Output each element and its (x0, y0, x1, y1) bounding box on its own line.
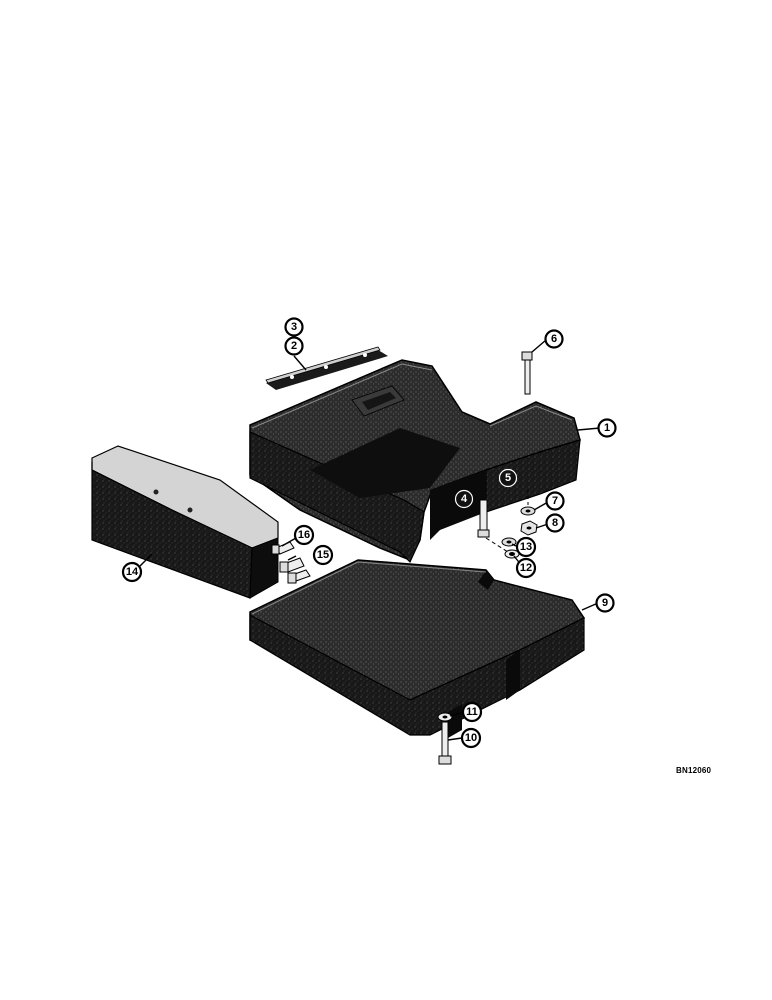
svg-text:7: 7 (552, 495, 558, 507)
callout-11: 11 (461, 701, 483, 723)
svg-text:3: 3 (291, 321, 297, 333)
bolt-15 (279, 557, 311, 584)
svg-text:14: 14 (126, 566, 139, 578)
callout-5: 5 (498, 468, 518, 488)
svg-text:13: 13 (520, 541, 532, 553)
mounting-bar (265, 346, 388, 390)
callout-12: 12 (515, 557, 537, 579)
svg-text:16: 16 (298, 529, 310, 541)
callout-15: 15 (312, 544, 334, 566)
svg-text:6: 6 (551, 333, 557, 345)
callout-10: 10 (460, 727, 482, 749)
callout-9: 9 (595, 593, 615, 613)
callout-14: 14 (121, 561, 143, 583)
svg-text:12: 12 (520, 562, 532, 574)
callout-1: 1 (597, 418, 617, 438)
figure-reference-code: BN12060 (676, 766, 712, 775)
washer-11 (437, 712, 453, 722)
svg-text:10: 10 (465, 732, 477, 744)
washer-7 (520, 506, 536, 516)
callout-6: 6 (544, 329, 564, 349)
upper-weight-casting (249, 359, 581, 564)
bolt-6 (521, 351, 533, 395)
callout-16: 16 (293, 524, 315, 546)
lower-weight-casting (249, 559, 586, 738)
bolt-4 (477, 499, 490, 538)
callout-2: 2 (284, 336, 304, 356)
callout-3: 3 (284, 317, 304, 337)
svg-text:4: 4 (461, 493, 468, 505)
svg-text:2: 2 (291, 340, 297, 352)
svg-text:5: 5 (505, 472, 511, 484)
leader-lines (139, 339, 601, 741)
svg-text:15: 15 (317, 549, 329, 561)
svg-text:8: 8 (552, 517, 558, 529)
callout-7: 7 (545, 491, 565, 511)
alignment-lines (485, 490, 529, 553)
callout-13: 13 (515, 536, 537, 558)
callout-4: 4 (454, 489, 474, 509)
svg-text:11: 11 (466, 706, 478, 718)
nut-8 (520, 520, 538, 536)
side-weight (91, 445, 279, 599)
svg-text:9: 9 (602, 597, 608, 609)
callout-8: 8 (545, 513, 565, 533)
svg-text:1: 1 (604, 422, 610, 434)
